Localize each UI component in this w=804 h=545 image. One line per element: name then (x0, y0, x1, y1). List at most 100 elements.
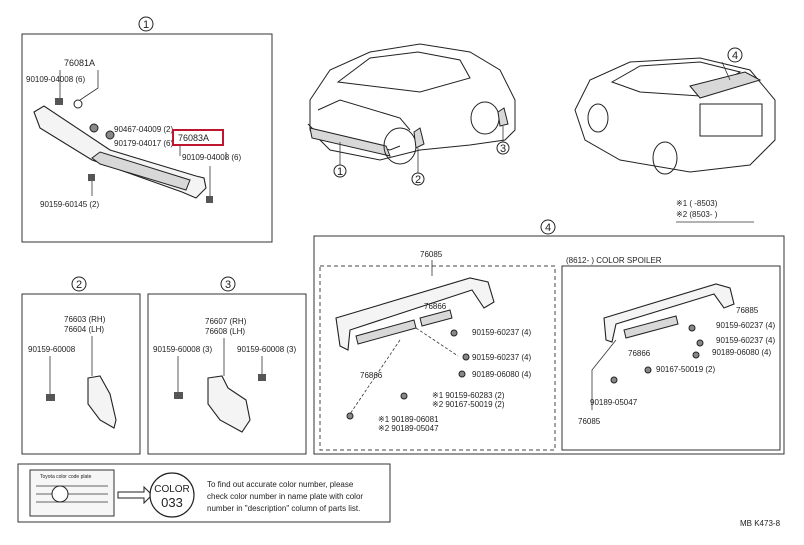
part-label[interactable]: 90467-04009 (2) (114, 125, 173, 134)
color-spoiler-header: (8612- ) COLOR SPOILER (566, 256, 662, 265)
spoiler-bracket (623, 315, 679, 339)
part-label[interactable]: 90159-60237 (4) (716, 321, 775, 330)
car-hood-line (317, 99, 411, 131)
front-wheel (587, 103, 609, 133)
part-label[interactable]: 76604 (LH) (64, 325, 104, 334)
group-3-mudguard-rear: 3 76607 (RH) 76608 (LH) 90159-60008 (3) … (147, 276, 307, 455)
footer-code: MB K473-8 (740, 519, 781, 528)
car-roof (610, 61, 742, 97)
part-label-highlighted[interactable]: 76083A (178, 133, 209, 143)
front-mudguard-shape (87, 375, 117, 429)
part-label[interactable]: 76603 (RH) (64, 315, 106, 324)
part-label[interactable]: ※2 90167-50019 (2) (432, 400, 505, 409)
callout-circle (411, 172, 425, 186)
color-note-line: To find out accurate color number, pleas… (207, 480, 354, 489)
mudguard-front (413, 127, 425, 149)
screw-icon (46, 394, 55, 401)
callout-3[interactable]: 3 (500, 143, 506, 155)
group-1-callout-circle (138, 16, 154, 32)
rear-spoiler-on-car (689, 71, 762, 99)
spoiler-lower-lip (91, 151, 191, 191)
clip-icon (688, 324, 696, 332)
group-4-rear-spoiler: 4 76085 76866 90159-60237 (4) 90159-6023… (313, 219, 785, 455)
part-label[interactable]: 90159-60008 (28, 345, 76, 354)
group-4-left-subframe (319, 265, 556, 451)
part-label[interactable]: 90159-60237 (4) (472, 328, 531, 337)
color-note-panel: Toyota color code plate COLOR 033 To fin… (17, 463, 391, 523)
callout-circle (333, 164, 347, 178)
leader-line (721, 61, 731, 81)
group-4-number: 4 (545, 222, 551, 234)
rear-wheel (652, 141, 678, 175)
group-2-callout-circle (71, 276, 87, 292)
color-plate-illustration (29, 469, 115, 517)
part-label[interactable]: 90109-04008 (6) (26, 75, 85, 84)
rear-spoiler-shape (335, 277, 495, 351)
bolt-icon (88, 174, 95, 181)
mudguard-rear (497, 107, 509, 127)
group-1-front-spoiler: 1 76081A 90109-04008 (6) 90467-04009 (2)… (21, 16, 273, 243)
part-label[interactable]: 90159-60145 (2) (40, 200, 99, 209)
part-label[interactable]: 90159-60008 (3) (237, 345, 296, 354)
bolt-icon (55, 98, 63, 105)
callout-1[interactable]: 1 (337, 166, 343, 178)
car-body-outline (309, 43, 516, 161)
part-label[interactable]: 76085 (578, 417, 601, 426)
plate-color-circle (51, 485, 69, 503)
part-label[interactable]: 76608 (LH) (205, 327, 245, 336)
leader-line (79, 70, 99, 101)
clip-icon (73, 99, 83, 109)
part-label[interactable]: 90159-60237 (4) (472, 353, 531, 362)
highlight-box-76083a (172, 129, 224, 146)
part-label[interactable]: 76866 (360, 371, 383, 380)
screw-icon (174, 392, 183, 399)
part-label[interactable]: 90189-05047 (590, 398, 638, 407)
part-label[interactable]: 90189-06080 (4) (472, 370, 531, 379)
callout-2[interactable]: 2 (415, 174, 421, 186)
part-label[interactable]: ※2 90189-05047 (378, 424, 439, 433)
part-label[interactable]: 76866 (628, 349, 651, 358)
color-note-line: number in "description" column of parts … (207, 504, 360, 513)
plate-title: Toyota color code plate (40, 474, 92, 480)
part-label[interactable]: 90179-04017 (6) (114, 139, 173, 148)
production-note: ※2 (8503- ) (676, 210, 718, 219)
leader-line (415, 327, 459, 357)
part-label[interactable]: 90189-06080 (4) (712, 348, 771, 357)
part-label[interactable]: 76866 (424, 302, 447, 311)
callout-4[interactable]: 4 (732, 50, 738, 62)
part-label[interactable]: 76081A (64, 58, 95, 68)
part-label[interactable]: 76085 (420, 250, 443, 259)
group-4-frame (313, 235, 785, 455)
clip-icon (400, 392, 408, 400)
part-label[interactable]: 90159-60237 (4) (716, 336, 775, 345)
clip-icon (458, 370, 466, 378)
clip-icon (696, 339, 704, 347)
clip-icon (89, 123, 99, 133)
part-label[interactable]: ※1 90189-06081 (378, 415, 439, 424)
part-label[interactable]: 90159-60008 (3) (153, 345, 212, 354)
group-1-frame (21, 33, 273, 243)
clip-icon (450, 329, 458, 337)
clip-icon (644, 366, 652, 374)
clip-icon (692, 351, 700, 359)
group-4-callout-circle (540, 219, 556, 235)
color-note-frame (17, 463, 391, 523)
part-label[interactable]: 90109-04008 (6) (182, 153, 241, 162)
screw-icon (258, 374, 266, 381)
rear-mudguard-shape (207, 375, 251, 433)
car-rear-hatch (699, 103, 763, 137)
car-roof (336, 51, 471, 93)
group-3-number: 3 (225, 279, 231, 291)
color-spoiler-shape (603, 283, 735, 343)
clip-icon (610, 376, 618, 384)
group-2-mudguard-front: 2 76603 (RH) 76604 (LH) 90159-60008 (21, 276, 141, 455)
part-label[interactable]: 76607 (RH) (205, 317, 247, 326)
rear-car-illustration: 4 ※1 ( -8503) ※2 (8503- ) (574, 47, 776, 223)
clip-icon (462, 353, 470, 361)
car-body-outline (574, 57, 776, 173)
part-label[interactable]: ※1 90159-60283 (2) (432, 391, 505, 400)
part-label[interactable]: 76885 (736, 306, 759, 315)
part-label[interactable]: 90167-50019 (2) (656, 365, 715, 374)
leader-line (591, 339, 617, 410)
